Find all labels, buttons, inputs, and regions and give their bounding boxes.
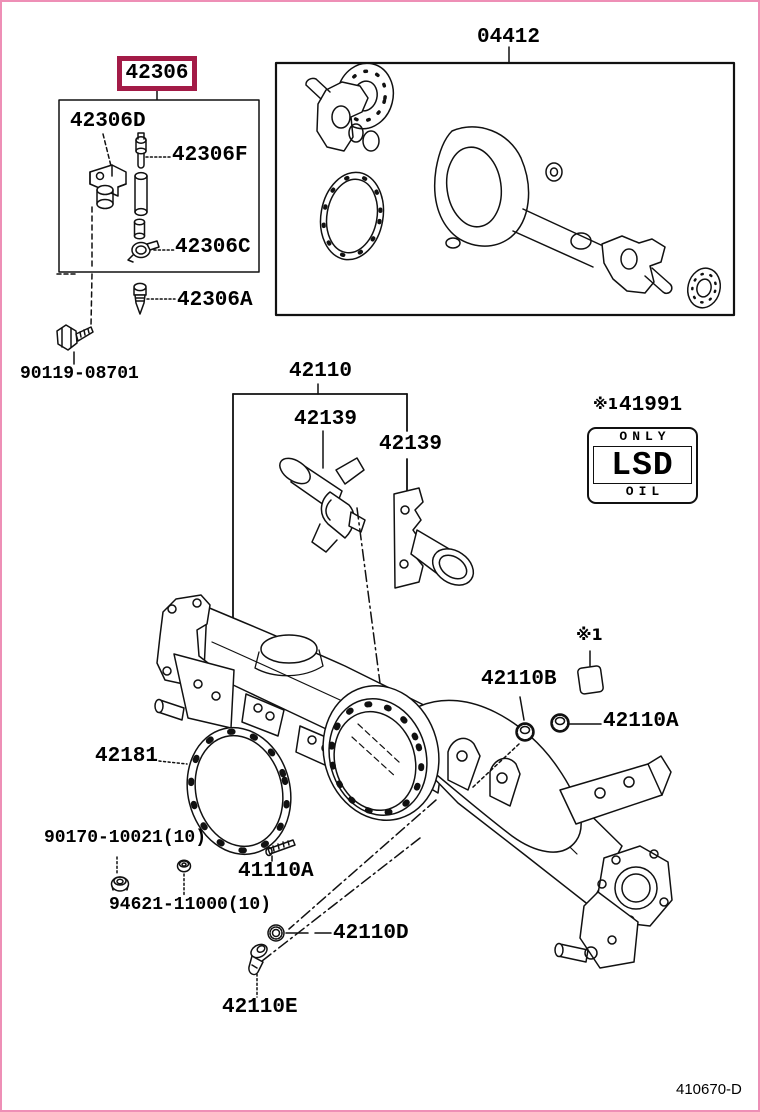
part-number-42110a[interactable]: 42110A xyxy=(603,710,679,733)
part-90119-bolt xyxy=(56,324,94,365)
part-number-42139-right[interactable]: 42139 xyxy=(379,433,443,456)
part-number-41110a[interactable]: 41110A xyxy=(238,860,314,883)
lsd-oil-caution-label: ONLY LSD OIL xyxy=(587,427,698,504)
part-number-42110b[interactable]: 42110B xyxy=(481,668,557,691)
part-number-42139-left[interactable]: 42139 xyxy=(294,408,358,431)
reference-mark-note-1: ※1 xyxy=(576,625,603,644)
part-90170-nut xyxy=(110,856,130,892)
part-94621-nut xyxy=(176,859,192,897)
part-number-42306d[interactable]: 42306D xyxy=(70,110,146,133)
lsd-label-lsd-text: LSD xyxy=(611,446,674,484)
part-number-141991-value: 41991 xyxy=(619,394,683,417)
part-number-141991[interactable]: ※141991 xyxy=(593,394,683,417)
part-number-42306c[interactable]: 42306C xyxy=(175,236,251,259)
reference-mark-1: ※1 xyxy=(593,395,619,413)
part-number-04412[interactable]: 04412 xyxy=(477,26,541,49)
box-42306-detail xyxy=(56,90,260,327)
lsd-label-frame: LSD xyxy=(593,446,692,484)
part-number-90119-08701[interactable]: 90119-08701 xyxy=(20,364,139,384)
lsd-label-only-text: ONLY xyxy=(619,429,671,444)
part-number-90170-10021[interactable]: 90170-10021(10) xyxy=(44,828,207,848)
part-number-42181[interactable]: 42181 xyxy=(95,745,159,768)
part-42181-gasket xyxy=(186,726,292,856)
part-42110b-nut xyxy=(471,696,535,789)
box-04412 xyxy=(274,46,736,317)
part-number-42110e[interactable]: 42110E xyxy=(222,996,298,1019)
part-number-42306a[interactable]: 42306A xyxy=(177,289,253,312)
figure-code: 410670-D xyxy=(676,1081,742,1098)
part-number-42306f[interactable]: 42306F xyxy=(172,144,248,167)
part-number-94621-11000[interactable]: 94621-11000(10) xyxy=(109,895,272,915)
lsd-label-oil-text: OIL xyxy=(625,484,665,500)
part-42139-right xyxy=(393,487,475,589)
part-42110d-washer xyxy=(267,924,332,942)
part-41110a-stud xyxy=(265,839,296,862)
part-number-42110[interactable]: 42110 xyxy=(289,360,353,383)
part-42110e-sensor xyxy=(248,943,268,998)
part-42139-left xyxy=(279,457,366,553)
part-number-42306[interactable]: 42306 xyxy=(125,62,189,85)
highlighted-part-box[interactable]: 42306 xyxy=(117,56,197,91)
part-42306a xyxy=(133,282,176,315)
part-number-42110d[interactable]: 42110D xyxy=(333,922,409,945)
part-42110a-nut xyxy=(550,713,602,733)
axle-housing xyxy=(154,594,673,969)
part-ref1-sticker xyxy=(577,650,604,695)
